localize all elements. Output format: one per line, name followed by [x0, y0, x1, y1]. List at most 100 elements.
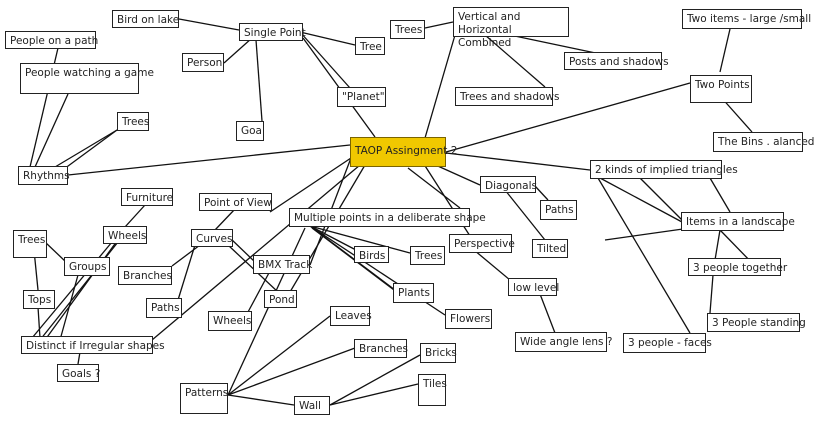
- node-three-people-standing[interactable]: 3 People standing: [707, 313, 806, 332]
- node-trees-shadows[interactable]: Trees and shadows: [455, 87, 559, 106]
- edge: [171, 244, 201, 267]
- node-people-watching-game[interactable]: People watching a game: [20, 63, 154, 94]
- edge: [227, 347, 356, 396]
- node-planet[interactable]: "Planet": [337, 87, 386, 107]
- node-tops[interactable]: Tops: [23, 290, 55, 309]
- node-paths-diagonal[interactable]: Paths: [540, 200, 577, 220]
- node-trees-irregular[interactable]: Trees: [13, 230, 47, 258]
- node-bricks[interactable]: Bricks: [420, 343, 457, 363]
- edge: [59, 274, 79, 341]
- node-multiple-points[interactable]: Multiple points in a deliberate shape: [289, 208, 486, 227]
- node-tree[interactable]: Tree: [355, 37, 385, 55]
- edge: [445, 82, 691, 153]
- edge: [177, 244, 196, 301]
- node-bmx-track[interactable]: BMX Track: [253, 255, 312, 274]
- node-bird-on-lake[interactable]: Bird on lake: [112, 10, 179, 28]
- edge: [445, 152, 591, 171]
- edge: [597, 177, 691, 334]
- node-perspective[interactable]: Perspective: [449, 234, 515, 253]
- node-low-level[interactable]: low level: [508, 278, 559, 296]
- edge: [604, 227, 691, 241]
- node-three-people-faces[interactable]: 3 people - faces: [623, 333, 712, 353]
- node-trees-rhythm[interactable]: Trees: [117, 112, 149, 131]
- edge: [599, 177, 683, 223]
- edge: [534, 185, 549, 201]
- edge: [227, 315, 331, 396]
- edge: [709, 274, 714, 314]
- edge: [124, 204, 146, 228]
- node-tiles[interactable]: Tiles: [418, 374, 447, 406]
- edge: [178, 18, 240, 31]
- node-pond[interactable]: Pond: [264, 290, 297, 308]
- node-flowers[interactable]: Flowers: [445, 309, 492, 329]
- edge: [229, 237, 256, 263]
- node-two-points[interactable]: Two Points: [690, 75, 752, 103]
- edge: [299, 31, 351, 89]
- node-distinct-irregular[interactable]: Distinct if Irregular shapes: [21, 336, 165, 354]
- node-paths-curves[interactable]: Paths: [146, 298, 182, 318]
- node-patterns[interactable]: Patterns: [180, 383, 228, 414]
- edge: [473, 249, 511, 281]
- edge: [44, 241, 67, 263]
- edge: [223, 37, 253, 64]
- node-wheels-curves[interactable]: Wheels: [103, 226, 147, 244]
- edge: [49, 129, 118, 171]
- node-single-point[interactable]: Single Point: [239, 23, 306, 41]
- node-branches-patterns[interactable]: Branches: [354, 339, 408, 358]
- central-topic[interactable]: TAOP Assingment 2: [350, 137, 457, 167]
- edge: [227, 394, 295, 406]
- node-branches-curves[interactable]: Branches: [118, 266, 172, 285]
- node-goals[interactable]: Goals ?: [57, 364, 100, 382]
- edge: [44, 229, 126, 341]
- node-diagonals[interactable]: Diagonals: [480, 176, 537, 193]
- node-items-landscape[interactable]: Items in a landscape: [681, 212, 795, 231]
- node-curves[interactable]: Curves: [191, 229, 233, 247]
- node-rhythms[interactable]: Rhythms: [18, 166, 70, 185]
- node-leaves[interactable]: Leaves: [330, 306, 372, 326]
- edge: [329, 383, 419, 406]
- node-trees-vh[interactable]: Trees: [390, 20, 425, 39]
- node-point-of-view[interactable]: Point of View: [199, 193, 272, 211]
- node-implied-triangles[interactable]: 2 kinds of implied triangles: [590, 160, 738, 179]
- node-wheels-bmx[interactable]: Wheels: [208, 311, 252, 331]
- node-furniture[interactable]: Furniture: [121, 188, 173, 206]
- node-plants[interactable]: Plants: [393, 283, 434, 303]
- edge: [151, 164, 361, 341]
- edge: [214, 208, 236, 231]
- edge: [424, 21, 454, 29]
- edge: [329, 354, 421, 406]
- node-groups[interactable]: Groups: [64, 257, 110, 276]
- node-three-people-together[interactable]: 3 people together: [688, 258, 787, 276]
- edge: [309, 225, 357, 251]
- edge: [255, 39, 263, 122]
- node-two-items[interactable]: Two items - large /small: [682, 9, 811, 29]
- edge: [539, 293, 556, 334]
- edge: [299, 31, 356, 46]
- edge: [709, 177, 731, 213]
- node-tilted[interactable]: Tilted: [532, 239, 568, 258]
- edge: [269, 157, 352, 213]
- edge: [424, 34, 456, 139]
- edge: [484, 34, 546, 88]
- edge: [407, 167, 461, 209]
- node-person[interactable]: Person: [182, 53, 224, 72]
- edge: [509, 34, 606, 56]
- node-people-on-path[interactable]: People on a path: [5, 31, 98, 49]
- node-vertical-horizontal[interactable]: Vertical and Horizontal Combined: [453, 7, 569, 49]
- node-birds[interactable]: Birds: [354, 246, 389, 263]
- edge: [719, 28, 731, 73]
- node-trees-multi[interactable]: Trees: [410, 246, 445, 265]
- edge: [77, 351, 81, 365]
- edge: [714, 229, 721, 261]
- edge: [504, 189, 546, 241]
- edge: [34, 93, 69, 168]
- node-wall[interactable]: Wall: [294, 396, 330, 415]
- edge: [247, 270, 271, 313]
- node-goal[interactable]: Goal: [236, 121, 265, 141]
- edge: [67, 144, 351, 176]
- node-wide-angle[interactable]: Wide angle lens ?: [515, 332, 612, 352]
- node-posts-shadows[interactable]: Posts and shadows: [564, 52, 669, 70]
- node-bins-balanced[interactable]: The Bins . alanced: [713, 132, 814, 152]
- edge: [37, 306, 41, 339]
